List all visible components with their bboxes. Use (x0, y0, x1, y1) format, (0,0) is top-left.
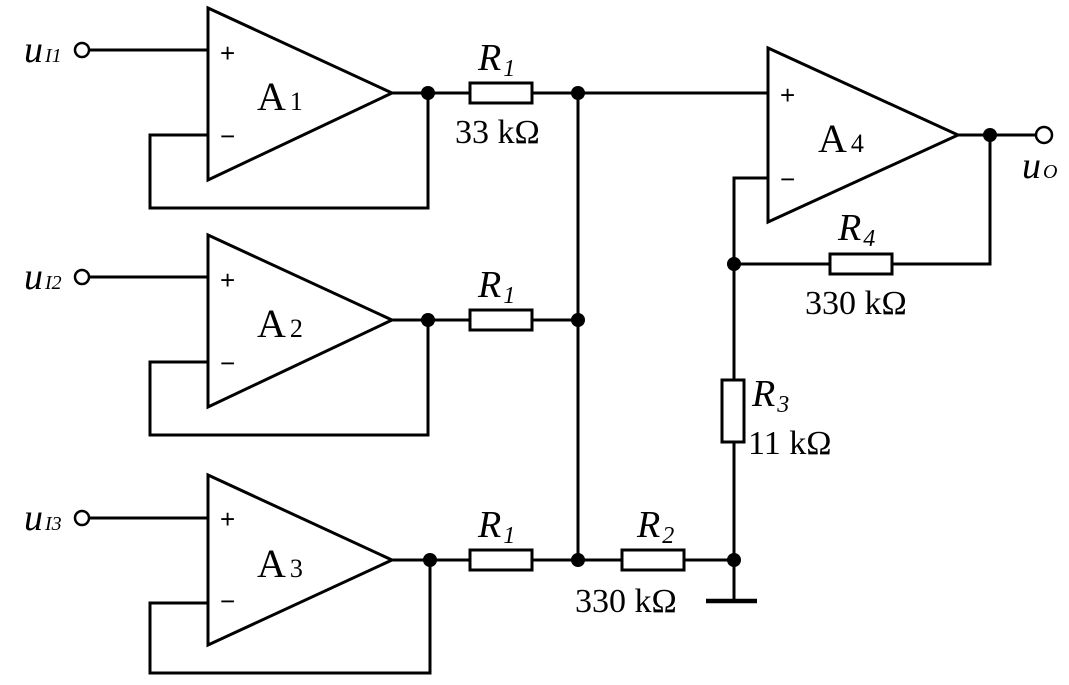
opamp-a3-body (206, 472, 396, 648)
opamp-a4-body (766, 45, 962, 225)
opamp-a2-body (206, 232, 396, 410)
input-terminal-i3 (73, 509, 91, 527)
junction-dot (571, 86, 585, 100)
opamp-a2-plus-sign: + (220, 265, 235, 295)
opamp-a4-minus-sign: − (780, 164, 795, 194)
resistor-r1-top-value: 33 kΩ (455, 114, 540, 151)
resistor-r4-label: R4 (837, 207, 875, 252)
resistor-r1-bot (468, 548, 534, 572)
opamp-a4-plus-sign: + (780, 80, 795, 110)
opamp-a1-plus-sign: + (220, 38, 235, 68)
resistor-r3 (720, 378, 746, 444)
opamp-a3-plus-sign: + (220, 504, 235, 534)
resistor-r4 (828, 252, 894, 276)
opamp-a1-body (206, 5, 396, 183)
resistor-r2 (620, 548, 686, 572)
junction-dot (571, 553, 585, 567)
resistor-r1-top-label: R1 (477, 37, 515, 82)
opamp-a1-minus-sign: − (220, 121, 235, 151)
opamp-a3-minus-sign: − (220, 586, 235, 616)
junction-dot (423, 553, 437, 567)
resistor-r3-label: R3 (751, 373, 789, 418)
output-terminal (1034, 125, 1054, 145)
resistor-r1-mid-label: R1 (477, 264, 515, 309)
resistor-r1-mid (468, 308, 534, 332)
resistor-r2-value: 330 kΩ (575, 583, 677, 620)
resistor-r3-value: 11 kΩ (748, 425, 832, 462)
junction-dot (571, 313, 585, 327)
resistor-r2-label: R2 (636, 504, 674, 549)
junction-dot (983, 128, 997, 142)
input-terminal-i1 (73, 41, 91, 59)
resistor-r1-bot-label: R1 (477, 504, 515, 549)
input-terminal-i2 (73, 268, 91, 286)
opamp-a2-minus-sign: − (220, 348, 235, 378)
junction-dot (421, 86, 435, 100)
resistor-r1-top (468, 81, 534, 105)
resistor-r4-value: 330 kΩ (805, 285, 907, 322)
junction-dot (421, 313, 435, 327)
